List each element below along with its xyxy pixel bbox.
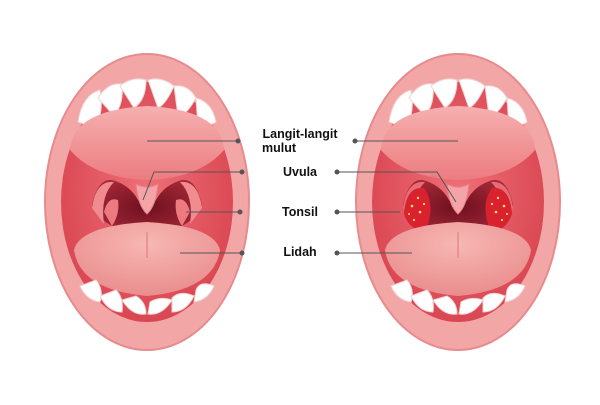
lower-teeth <box>390 279 526 315</box>
label-tonsil: Tonsil <box>282 205 318 219</box>
inflamed-tonsil-left <box>404 187 431 231</box>
palate <box>381 106 535 180</box>
tongue <box>74 222 220 296</box>
upper-teeth <box>77 78 217 129</box>
leader-uvula-right <box>337 171 457 203</box>
leader-uvula-left <box>142 171 242 201</box>
palatine-arch-left <box>92 181 114 224</box>
tonsillitis-mouth <box>355 53 561 351</box>
label-tongue: Lidah <box>283 245 317 259</box>
uvula <box>135 183 159 215</box>
upper-teeth <box>388 78 528 129</box>
label-uvula: Uvula <box>282 165 318 179</box>
tonsil-left <box>104 199 119 226</box>
label-palate-line1: Langit-langit <box>262 127 338 141</box>
leader-lines <box>142 138 458 256</box>
inflamed-tonsil-right <box>485 187 512 231</box>
tonsil-right <box>175 199 190 226</box>
label-palate: Langit-langit mulut <box>252 127 348 155</box>
palate <box>70 106 224 180</box>
palatine-arch-right <box>180 181 202 224</box>
tonsil-spots <box>408 196 508 222</box>
label-palate-line2: mulut <box>262 141 297 155</box>
tongue <box>385 222 531 296</box>
lower-teeth <box>79 279 215 315</box>
normal-mouth <box>44 53 250 351</box>
uvula <box>446 183 470 215</box>
